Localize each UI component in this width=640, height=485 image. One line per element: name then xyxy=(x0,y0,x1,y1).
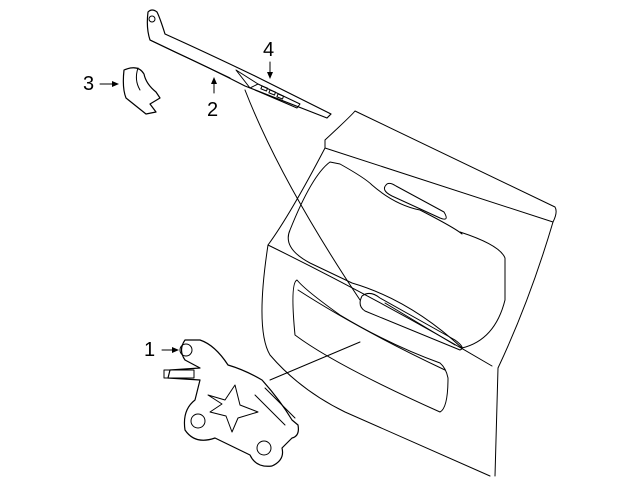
callout-2: 2 xyxy=(207,99,219,121)
wiper-arm xyxy=(146,9,332,119)
wiper-motor xyxy=(163,339,299,467)
callout-3: 3 xyxy=(83,73,95,95)
wiper-blade xyxy=(254,83,301,109)
callout-1: 1 xyxy=(144,339,156,361)
liftgate xyxy=(261,110,557,477)
arm-cap xyxy=(122,67,161,115)
callout-4: 4 xyxy=(263,39,275,61)
